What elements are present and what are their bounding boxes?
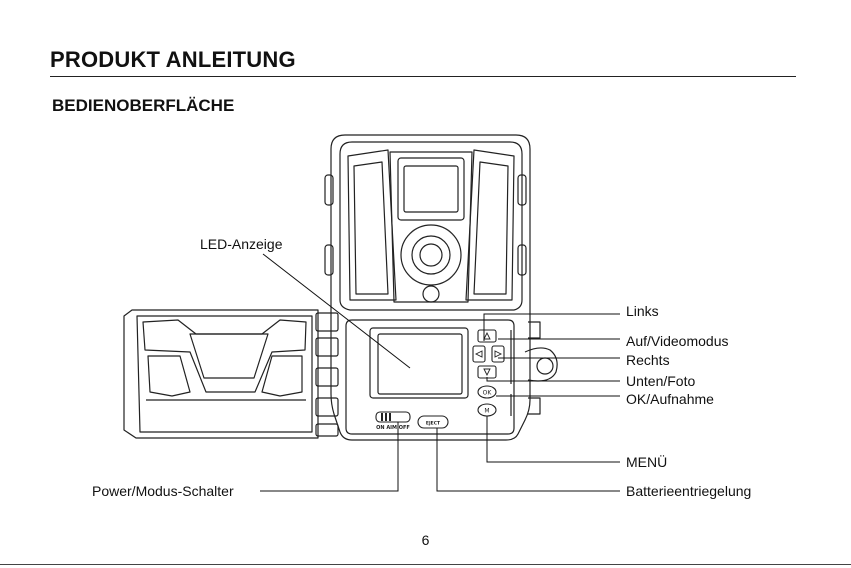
camera-door xyxy=(124,310,338,438)
callout-ok-record: OK/Aufnahme xyxy=(626,391,714,407)
page-number: 6 xyxy=(0,532,851,548)
lcd-screen xyxy=(378,334,462,394)
menu-button-label: M xyxy=(484,408,489,415)
callout-led: LED-Anzeige xyxy=(200,236,283,252)
switch-ridge xyxy=(381,413,383,421)
down-button[interactable] xyxy=(478,366,496,378)
bottom-divider xyxy=(0,564,851,565)
leader-links xyxy=(484,314,620,341)
lcd-screen-frame xyxy=(370,328,468,398)
switch-ridge xyxy=(389,413,391,421)
callout-right: Rechts xyxy=(626,352,670,368)
callout-battery-release: Batterieentriegelung xyxy=(626,483,751,499)
switch-label: ON AIM OFF xyxy=(376,425,410,431)
ok-button-label: OK xyxy=(483,390,493,397)
leader-menu xyxy=(487,416,620,462)
callout-down-photo: Unten/Foto xyxy=(626,373,695,389)
callout-menu: MENÜ xyxy=(626,454,667,470)
callout-power-switch: Power/Modus-Schalter xyxy=(92,483,234,499)
eject-button-label: EJECT xyxy=(426,421,441,427)
callout-up-video: Auf/Videomodus xyxy=(626,333,728,349)
right-button[interactable] xyxy=(492,346,504,362)
up-button[interactable] xyxy=(478,330,496,342)
leader-battery xyxy=(437,428,620,491)
callout-left: Links xyxy=(626,303,659,319)
left-button[interactable] xyxy=(473,346,485,362)
switch-ridge xyxy=(385,413,387,421)
leader-down xyxy=(487,377,620,381)
